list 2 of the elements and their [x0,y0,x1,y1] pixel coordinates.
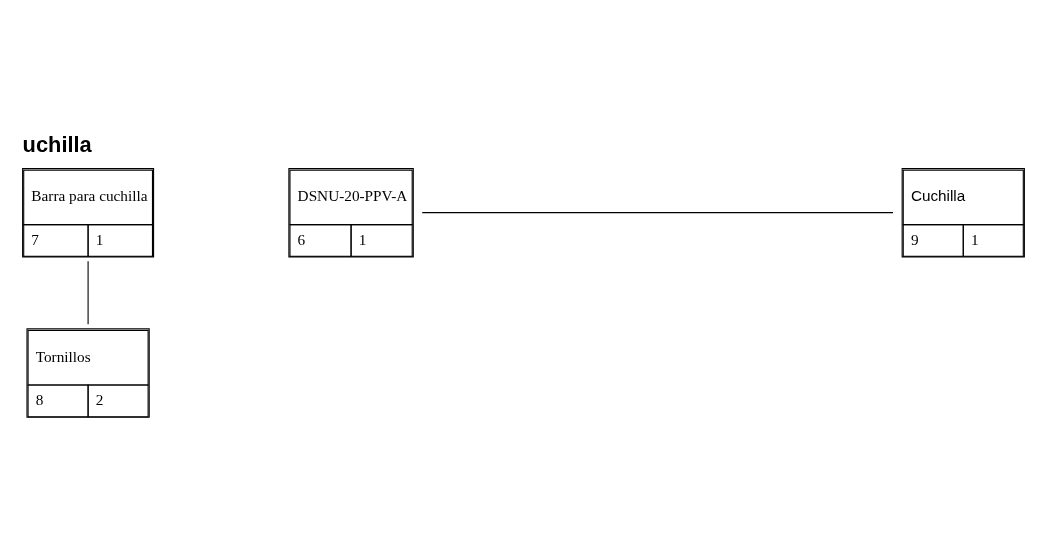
connector [421,211,894,213]
diagram-title: uchilla [22,131,92,157]
